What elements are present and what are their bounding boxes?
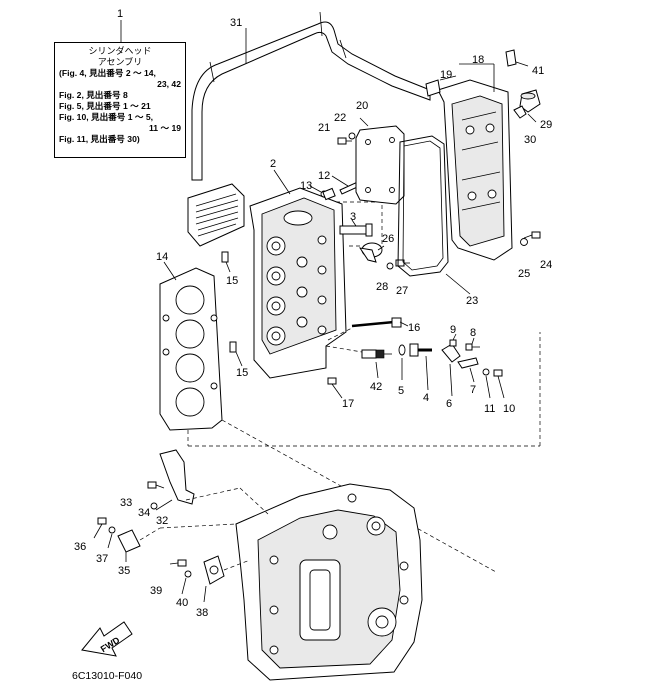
- washer-34-part: [150, 502, 158, 510]
- hose-filter-part: [187, 183, 245, 247]
- callout-11: 11: [484, 403, 495, 415]
- washer-11-part: [482, 368, 490, 376]
- screw-9-part: [449, 339, 457, 347]
- callout-15b: 15: [236, 367, 248, 379]
- gasket-23-part: [397, 135, 449, 277]
- callout-6: 6: [446, 398, 452, 410]
- note-ref-6: Fig. 11, 見出番号 30): [59, 134, 140, 144]
- bolt-33-part: [147, 481, 165, 489]
- callout-29: 29: [540, 119, 552, 131]
- callout-40: 40: [176, 597, 188, 609]
- head-gasket-14-part: [159, 267, 223, 431]
- callout-23: 23: [466, 295, 478, 307]
- callout-8: 8: [470, 327, 476, 339]
- callout-39: 39: [150, 585, 162, 597]
- callout-3: 3: [350, 211, 356, 223]
- cover-plate-20-part: [355, 125, 405, 205]
- callout-41: 41: [532, 65, 544, 77]
- note-ref-0: (Fig. 4, 見出番号 2 ～ 14,: [59, 68, 156, 78]
- callout-34: 34: [138, 507, 150, 519]
- exhaust-cover-part: [425, 79, 513, 261]
- callout-35: 35: [118, 565, 130, 577]
- lever-7-part: [457, 357, 479, 369]
- callout-28: 28: [376, 281, 388, 293]
- callout-9: 9: [450, 324, 456, 336]
- callout-26: 26: [382, 233, 394, 245]
- callout-14: 14: [156, 251, 168, 263]
- washer-25-part: [520, 238, 528, 246]
- note-ref-1: 23, 42: [157, 79, 181, 89]
- fwd-arrow-icon: FWD: [81, 621, 133, 657]
- spark-plug-42-part: [361, 349, 392, 359]
- callout-21: 21: [318, 122, 330, 134]
- callout-22: 22: [334, 112, 346, 124]
- bolt-39-part: [169, 559, 187, 567]
- bracket-35-part: [117, 529, 141, 553]
- note-ref-3: Fig. 5, 見出番号 1 ～ 21: [59, 101, 151, 111]
- bracket-32-part: [159, 449, 195, 505]
- dowel-pin-15b-part: [229, 341, 237, 353]
- callout-19: 19: [440, 69, 452, 81]
- bolt-16-part: [351, 317, 402, 328]
- callout-4: 4: [423, 392, 429, 404]
- callout-12: 12: [318, 170, 330, 182]
- bolt-21-part: [337, 137, 352, 145]
- callout-36: 36: [74, 541, 86, 553]
- callout-30: 30: [524, 134, 536, 146]
- callout-37: 37: [96, 553, 108, 565]
- screw-8-part: [465, 343, 480, 351]
- pin-4-part: [409, 343, 432, 357]
- callout-numbers: 1 2 3 4 5 6 7 8 9 10 11 12 13 14 15 15 1…: [74, 8, 552, 619]
- callout-13: 13: [300, 180, 312, 192]
- callout-17: 17: [342, 398, 354, 410]
- assembly-note-box: シリンダヘッド アセンブリ (Fig. 4, 見出番号 2 ～ 14, 23, …: [54, 42, 186, 158]
- callout-15a: 15: [226, 275, 238, 287]
- washer-5-part: [398, 344, 406, 356]
- callout-16: 16: [408, 322, 420, 334]
- note-ref-4: Fig. 10, 見出番号 1 ～ 5,: [59, 112, 154, 122]
- callout-27: 27: [396, 285, 408, 297]
- callout-7: 7: [470, 384, 476, 396]
- water-hose-part: [191, 11, 431, 181]
- callout-32: 32: [156, 515, 168, 527]
- callout-38: 38: [196, 607, 208, 619]
- callout-18: 18: [472, 54, 484, 66]
- bolt-10-part: [493, 369, 505, 399]
- callout-24: 24: [540, 259, 552, 271]
- washer-28-part: [386, 262, 394, 270]
- drawing-code: 6C13010-F040: [72, 670, 143, 682]
- anode-29-part: [519, 89, 541, 113]
- bracket-6-part: [441, 343, 461, 363]
- washer-22-part: [348, 132, 356, 140]
- callout-1: 1: [117, 8, 123, 20]
- callout-31: 31: [230, 17, 242, 29]
- bolt-17-part: [327, 377, 343, 399]
- washer-40-part: [184, 570, 192, 578]
- callout-42: 42: [370, 381, 382, 393]
- label-41-part: [505, 49, 517, 67]
- note-ref-2: Fig. 2, 見出番号 8: [59, 90, 128, 100]
- callout-20: 20: [356, 100, 368, 112]
- note-title-line2: アセンブリ: [97, 57, 143, 67]
- grommet-30-part: [513, 105, 527, 119]
- dowel-pin-15a-part: [221, 251, 229, 263]
- crankcase-part: [235, 483, 423, 681]
- washer-37-part: [108, 526, 116, 534]
- note-ref-5: 11 ～ 19: [148, 123, 181, 133]
- note-title-line1: シリンダヘッド: [88, 46, 152, 56]
- callout-33: 33: [120, 497, 132, 509]
- thermostat-cover-26-part: [358, 242, 383, 263]
- callout-5: 5: [398, 385, 404, 397]
- callout-25: 25: [518, 268, 530, 280]
- callout-2: 2: [270, 158, 276, 170]
- cylinder-head-part: [249, 187, 347, 379]
- callout-10: 10: [503, 403, 515, 415]
- cover-38-part: [203, 555, 225, 585]
- thermostat-3-part: [339, 223, 373, 237]
- bolt-36-part: [93, 517, 107, 539]
- bolt-24-part: [523, 231, 541, 239]
